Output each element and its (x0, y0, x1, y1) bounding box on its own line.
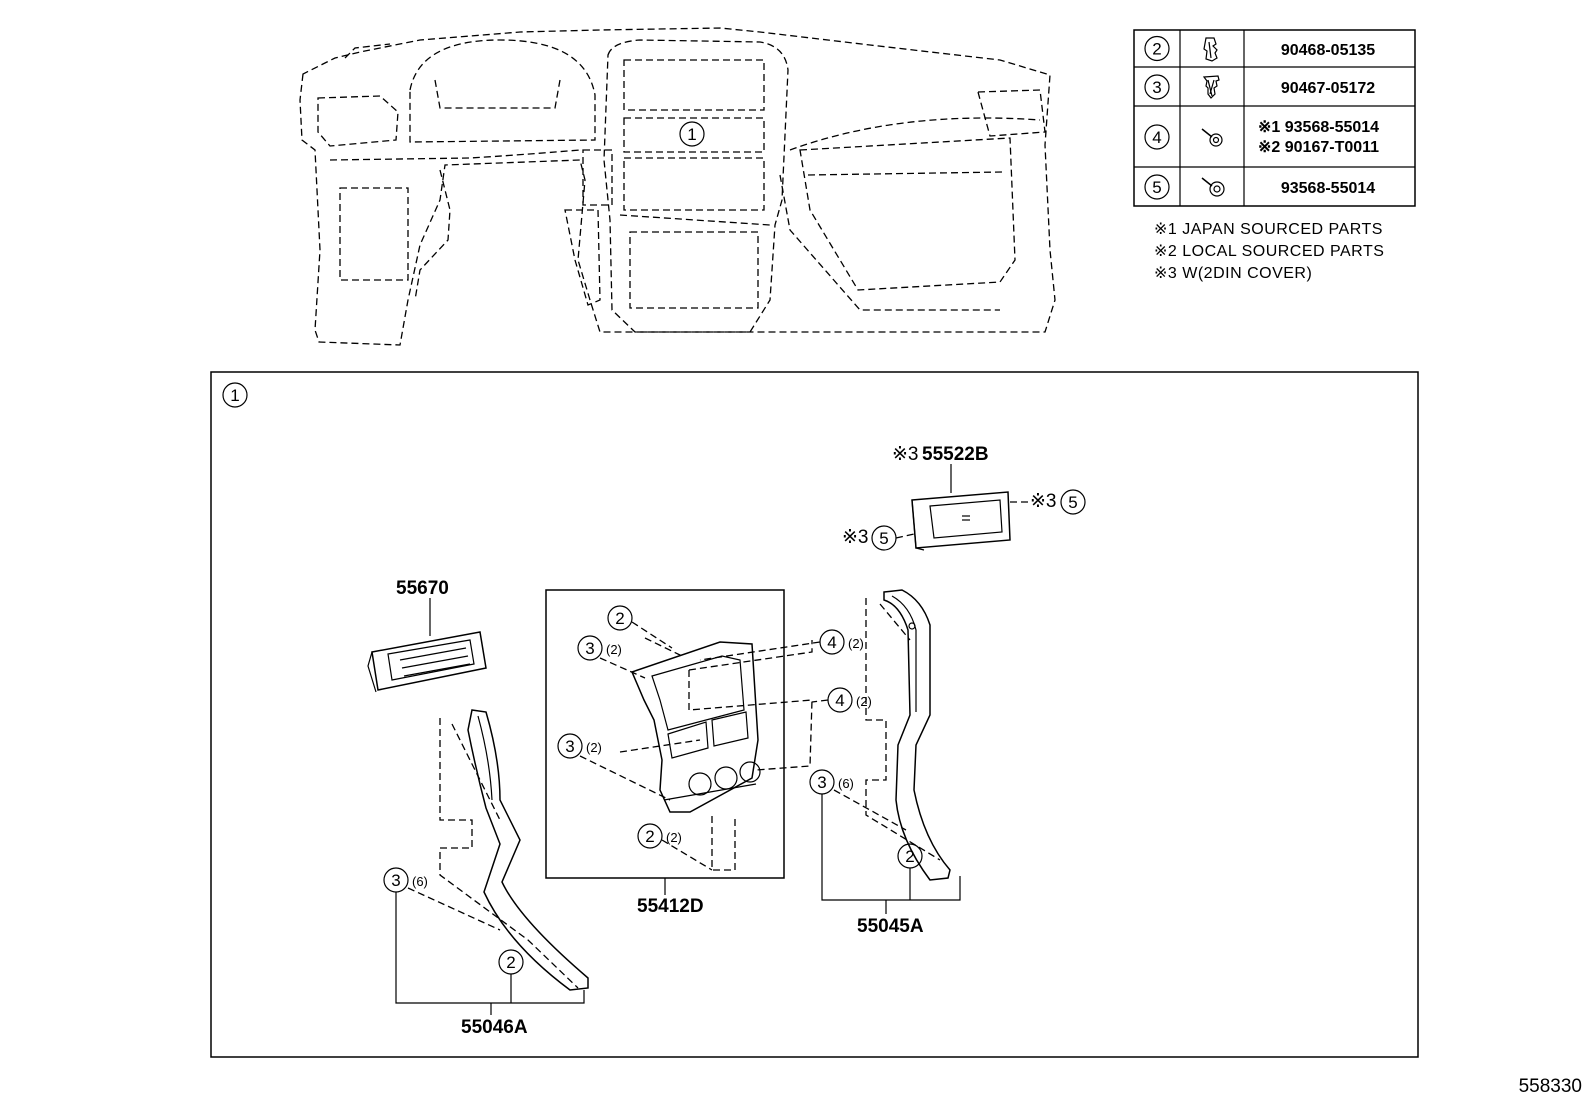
svg-text:3: 3 (565, 737, 574, 756)
legend-code: ※2 90167-T0011 (1258, 139, 1379, 156)
svg-text:5: 5 (1152, 178, 1161, 197)
clip-icon (1203, 37, 1218, 62)
left-trim-55046a (467, 709, 589, 991)
legend-row-callout: 4 (1144, 124, 1170, 150)
legend-code: 90468-05135 (1281, 42, 1375, 59)
svg-text:2: 2 (615, 609, 624, 628)
legend-table: 2 3 4 5 (1133, 29, 1416, 282)
callout-2-left: 2 (498, 949, 524, 975)
callout-prefix: ※3 (1030, 491, 1057, 512)
part-55522b-label: 55522B (922, 444, 989, 465)
legend-code: 90467-05172 (1281, 80, 1375, 97)
part-55522b-prefix: ※3 (892, 444, 919, 465)
svg-text:2: 2 (506, 953, 515, 972)
overview-callout: 1 (679, 121, 705, 147)
callout-2-right: 2 (897, 843, 923, 869)
svg-text:4: 4 (827, 633, 836, 652)
right-trim-55045a (883, 589, 951, 881)
legend-code: ※1 93568-55014 (1258, 119, 1379, 136)
panel-55412d-box (545, 589, 785, 879)
svg-text:1: 1 (687, 125, 696, 144)
svg-text:3: 3 (817, 773, 826, 792)
svg-text:(2): (2) (606, 642, 622, 657)
legend-note: ※1 JAPAN SOURCED PARTS (1154, 221, 1383, 238)
vent-55670 (367, 631, 487, 693)
svg-text:3: 3 (585, 639, 594, 658)
callout-4-lower: 4 (2) (827, 687, 872, 713)
svg-text:2: 2 (905, 847, 914, 866)
callout-2-bottom: 2 (2) (637, 823, 682, 849)
svg-text:(6): (6) (838, 776, 854, 791)
screw-icon (1201, 177, 1225, 197)
svg-text:1: 1 (230, 386, 239, 405)
callout-3-top: 3 (2) (577, 635, 622, 661)
svg-text:2: 2 (1152, 40, 1161, 59)
legend-row-callout: 2 (1144, 35, 1170, 62)
svg-text:(2): (2) (586, 740, 602, 755)
legend-row-callout: 5 (1144, 174, 1170, 200)
svg-text:5: 5 (1068, 493, 1077, 512)
part-55046a-label: 55046A (461, 1017, 528, 1038)
callout-3-right: 3 (6) (809, 769, 854, 795)
svg-text:2: 2 (645, 827, 654, 846)
legend-note: ※2 LOCAL SOURCED PARTS (1154, 243, 1384, 260)
legend-code: 93568-55014 (1281, 180, 1375, 197)
legend-note: ※3 W(2DIN COVER) (1154, 265, 1312, 282)
callout-3-mid: 3 (2) (557, 733, 602, 759)
screw-icon (1201, 128, 1223, 147)
callout-prefix: ※3 (842, 527, 869, 548)
legend-row-callout: 3 (1144, 74, 1170, 100)
svg-text:4: 4 (1152, 128, 1161, 147)
detail-frame (210, 371, 1419, 1058)
callout-4-upper: 4 (2) (819, 629, 864, 655)
callout-3-left: 3 (6) (383, 867, 428, 893)
illustration-ref-number: 558330 (1519, 1076, 1582, 1097)
svg-text:3: 3 (1152, 78, 1161, 97)
svg-text:(2): (2) (856, 694, 872, 709)
part-55045a-label: 55045A (857, 916, 924, 937)
callout-2-top: 2 (607, 605, 633, 631)
svg-text:(2): (2) (848, 636, 864, 651)
svg-text:(6): (6) (412, 874, 428, 889)
detail-callout: 1 (222, 382, 248, 408)
callout-5-right: 5 (1060, 489, 1086, 515)
cover-55522b (911, 491, 1011, 551)
clip-icon (1202, 75, 1220, 99)
svg-text:4: 4 (835, 691, 844, 710)
part-55670-label: 55670 (396, 578, 449, 599)
part-55412d-label: 55412D (637, 896, 704, 917)
callout-5-left: 5 (871, 525, 897, 551)
svg-text:(2): (2) (666, 830, 682, 845)
dashboard-overview: 1 (299, 27, 1056, 346)
center-panel-55412d (630, 641, 761, 813)
svg-text:5: 5 (879, 529, 888, 548)
svg-text:3: 3 (391, 871, 400, 890)
